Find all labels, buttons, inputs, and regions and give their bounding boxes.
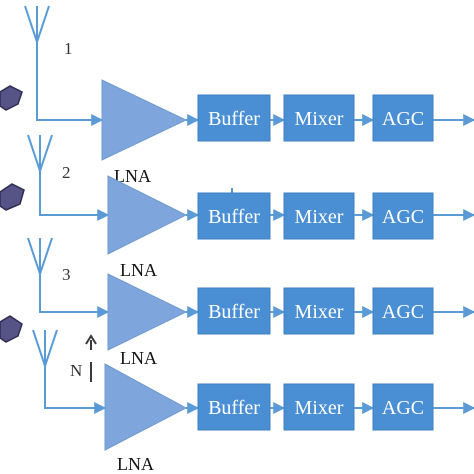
lna-amplifier [104, 363, 188, 451]
agc-label: AGC [382, 301, 424, 323]
buffer-label: Buffer [208, 108, 260, 130]
antenna-number: 3 [62, 265, 71, 284]
antenna-icon [32, 329, 58, 370]
signal-source-icons [0, 85, 25, 343]
signal-source-icon-1 [0, 85, 23, 111]
buffer-label: Buffer [208, 397, 260, 419]
lna-label: LNA [120, 348, 157, 368]
mixer-block [283, 383, 355, 431]
antenna-number: 1 [64, 39, 73, 58]
signal-source-icon-2 [0, 183, 25, 211]
agc-block [372, 94, 434, 142]
antenna-feed-line [39, 171, 110, 221]
antenna-feed-line [44, 366, 107, 414]
antenna-icon [27, 237, 53, 278]
lna-label: LNA [117, 454, 154, 474]
agc-block [372, 383, 434, 431]
buffer-block [197, 287, 271, 335]
antenna-feed-line [36, 42, 104, 126]
lna-amplifier [107, 273, 188, 351]
buffer-block [197, 192, 271, 240]
lna-label: LNA [120, 260, 157, 280]
antenna-icon [27, 134, 53, 175]
lna-amplifier [107, 175, 188, 255]
mixer-label: Mixer [295, 108, 344, 130]
receiver-chain: N LNA Buffer Mixer AGC [32, 329, 474, 474]
agc-label: AGC [382, 108, 424, 130]
signal-source-icon-3 [0, 315, 23, 343]
mixer-label: Mixer [295, 397, 344, 419]
buffer-label: Buffer [208, 206, 260, 228]
antenna-feed-line [39, 274, 110, 318]
ellipsis-arrow [85, 334, 97, 382]
lna-amplifier [101, 79, 188, 161]
antenna-number: N [70, 361, 82, 380]
buffer-block [197, 94, 271, 142]
buffer-label: Buffer [208, 301, 260, 323]
mixer-label: Mixer [295, 206, 344, 228]
agc-block [372, 287, 434, 335]
agc-label: AGC [382, 206, 424, 228]
mixer-label: Mixer [295, 301, 344, 323]
lna-label: LNA [114, 166, 151, 186]
agc-label: AGC [382, 397, 424, 419]
antenna-icon [24, 5, 50, 46]
buffer-block [197, 383, 271, 431]
antenna-number: 2 [62, 163, 71, 182]
mixer-block [283, 94, 355, 142]
